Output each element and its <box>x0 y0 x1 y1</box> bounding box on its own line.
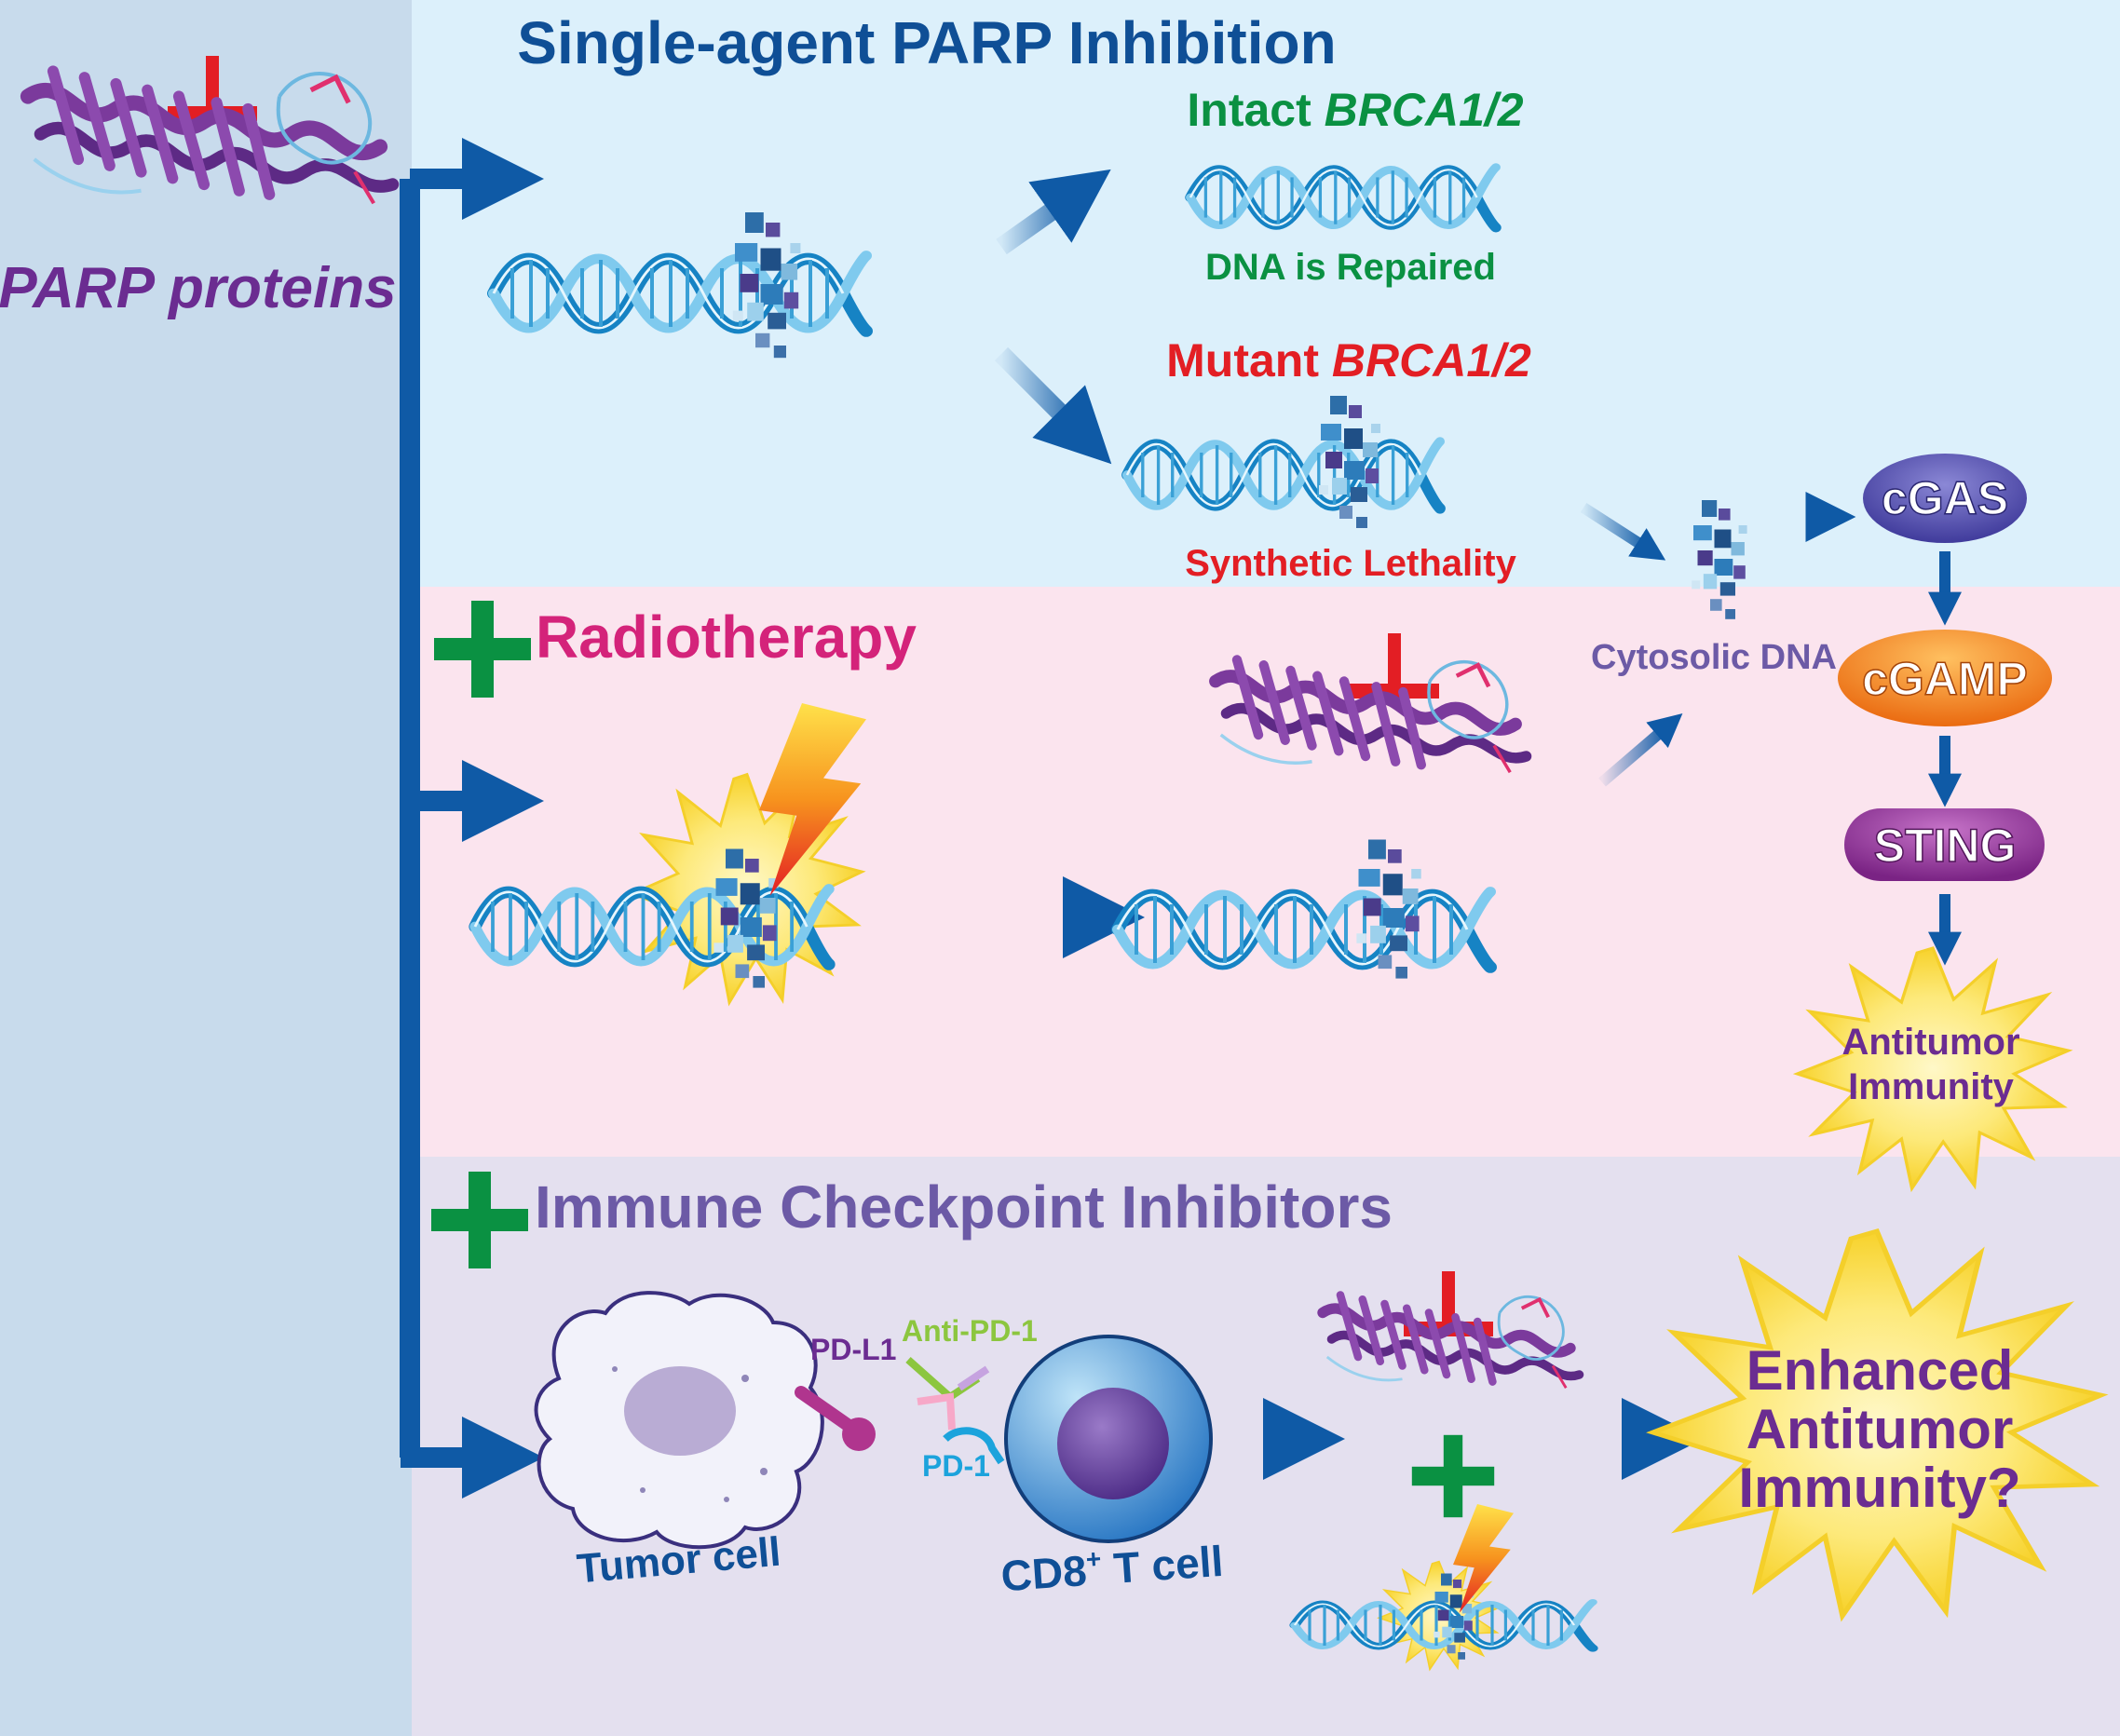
cytosolic-dna-label: Cytosolic DNA <box>1591 638 1837 677</box>
enhanced-line2: Antitumor <box>1746 1398 2014 1460</box>
arrow-to-cytosolic-from-mutant <box>1580 502 1666 561</box>
sting-node: STING <box>1844 808 2045 881</box>
anti-pd1-label: Anti-PD-1 <box>902 1314 1038 1348</box>
tumor-cell <box>534 1291 824 1550</box>
mutant-brca-label: Mutant BRCA1/2 <box>1166 334 1531 387</box>
left-panel-bg <box>0 0 412 1736</box>
anti-pd1-antibody <box>905 1357 990 1431</box>
cgamp-node: cGAMP <box>1838 630 2052 726</box>
antitumor-line2: Immunity <box>1848 1066 2015 1107</box>
sting-label: STING <box>1874 820 2017 872</box>
cgamp-label: cGAMP <box>1862 653 2028 705</box>
antitumor-line1: Antitumor <box>1841 1022 2019 1063</box>
main-branch-arrows <box>400 138 544 1499</box>
pd1-label: PD-1 <box>922 1449 990 1483</box>
pdl1-label: PD-L1 <box>810 1333 896 1366</box>
arrow-to-cytosolic-from-radio <box>1598 712 1683 787</box>
radiotherapy-title: Radiotherapy <box>536 604 917 671</box>
pdl1-ligand <box>795 1386 854 1431</box>
ici-title: Immune Checkpoint Inhibitors <box>535 1173 1393 1241</box>
single-agent-title: Single-agent PARP Inhibition <box>517 9 1336 76</box>
enhanced-line3: Immunity? <box>1738 1457 2020 1519</box>
arrow-to-mutant <box>994 346 1112 465</box>
enhanced-line1: Enhanced <box>1746 1339 2014 1402</box>
pdl1-ligand-head <box>842 1417 876 1451</box>
arrow-to-intact <box>996 169 1111 255</box>
cd8-t-cell <box>1004 1335 1213 1543</box>
dna-repaired-label: DNA is Repaired <box>1205 247 1496 288</box>
intact-brca-label: Intact BRCA1/2 <box>1187 84 1523 136</box>
cgas-node: cGAS <box>1863 454 2027 543</box>
synthetic-lethality-label: Synthetic Lethality <box>1185 543 1516 584</box>
cgas-label: cGAS <box>1882 472 2008 524</box>
parp-proteins-label: PARP proteins <box>0 256 397 320</box>
cd8-t-cell-label: CD8+ T cell <box>999 1536 1225 1601</box>
pd1-receptor <box>943 1427 1005 1465</box>
